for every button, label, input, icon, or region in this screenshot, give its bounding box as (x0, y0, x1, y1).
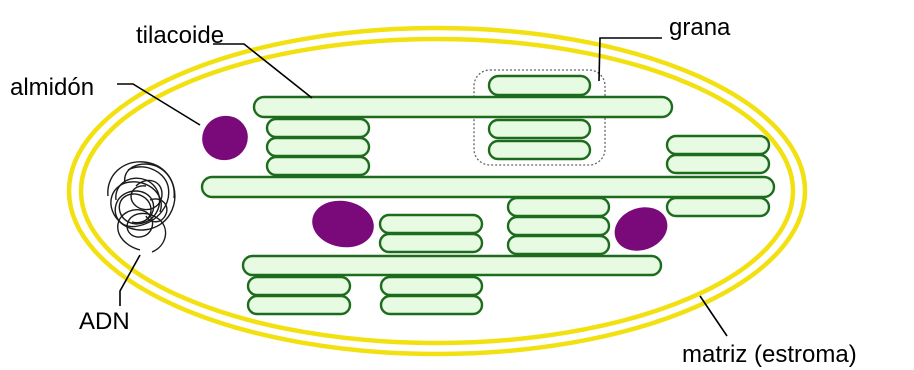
label-grana: grana (669, 14, 731, 41)
label-starch: almidón (10, 74, 94, 101)
leader-line-dna (119, 254, 141, 306)
starch-granule (202, 115, 248, 161)
label-stroma: matriz (estroma) (682, 341, 857, 368)
grana-stacks (246, 74, 771, 316)
leader-line-thylakoid (213, 43, 313, 99)
granum-disc (487, 118, 592, 140)
stroma-thylakoid (200, 175, 776, 199)
chloroplast-envelope (66, 25, 808, 357)
starch-granules (202, 115, 668, 251)
dna-tangle (107, 161, 176, 253)
granum-disc (379, 294, 484, 316)
granum-disc (487, 139, 592, 161)
leader-lines (117, 37, 728, 337)
label-dna: ADN (79, 308, 130, 335)
stroma-thylakoid (252, 95, 674, 119)
labels: tilacoide grana almidón ADN matriz (estr… (10, 14, 857, 368)
granum-disc (379, 275, 484, 297)
label-thylakoid: tilacoide (136, 22, 224, 49)
starch-granule (614, 207, 668, 251)
granum-disc (265, 155, 371, 177)
outer-membrane (66, 25, 808, 357)
starch-granule (312, 200, 374, 248)
granum-disc (506, 196, 611, 218)
granum-disc (378, 232, 484, 254)
granum-disc (665, 134, 771, 156)
granum-disc (246, 294, 352, 316)
grana-outline (473, 69, 606, 166)
stroma-thylakoids (200, 95, 776, 277)
granum-disc (378, 213, 484, 235)
granum-disc (506, 234, 611, 256)
granum-disc (265, 117, 371, 139)
granum-disc (487, 74, 592, 97)
granum-disc (665, 153, 771, 175)
inner-membrane (78, 36, 796, 346)
leader-line-starch (117, 83, 201, 126)
granum-disc (506, 215, 611, 237)
stroma-thylakoid (241, 254, 663, 277)
granum-disc (265, 136, 371, 158)
granum-disc (665, 196, 771, 218)
leader-line-stroma (699, 295, 728, 337)
leader-line-grana (598, 37, 662, 82)
granum-disc (246, 275, 352, 297)
